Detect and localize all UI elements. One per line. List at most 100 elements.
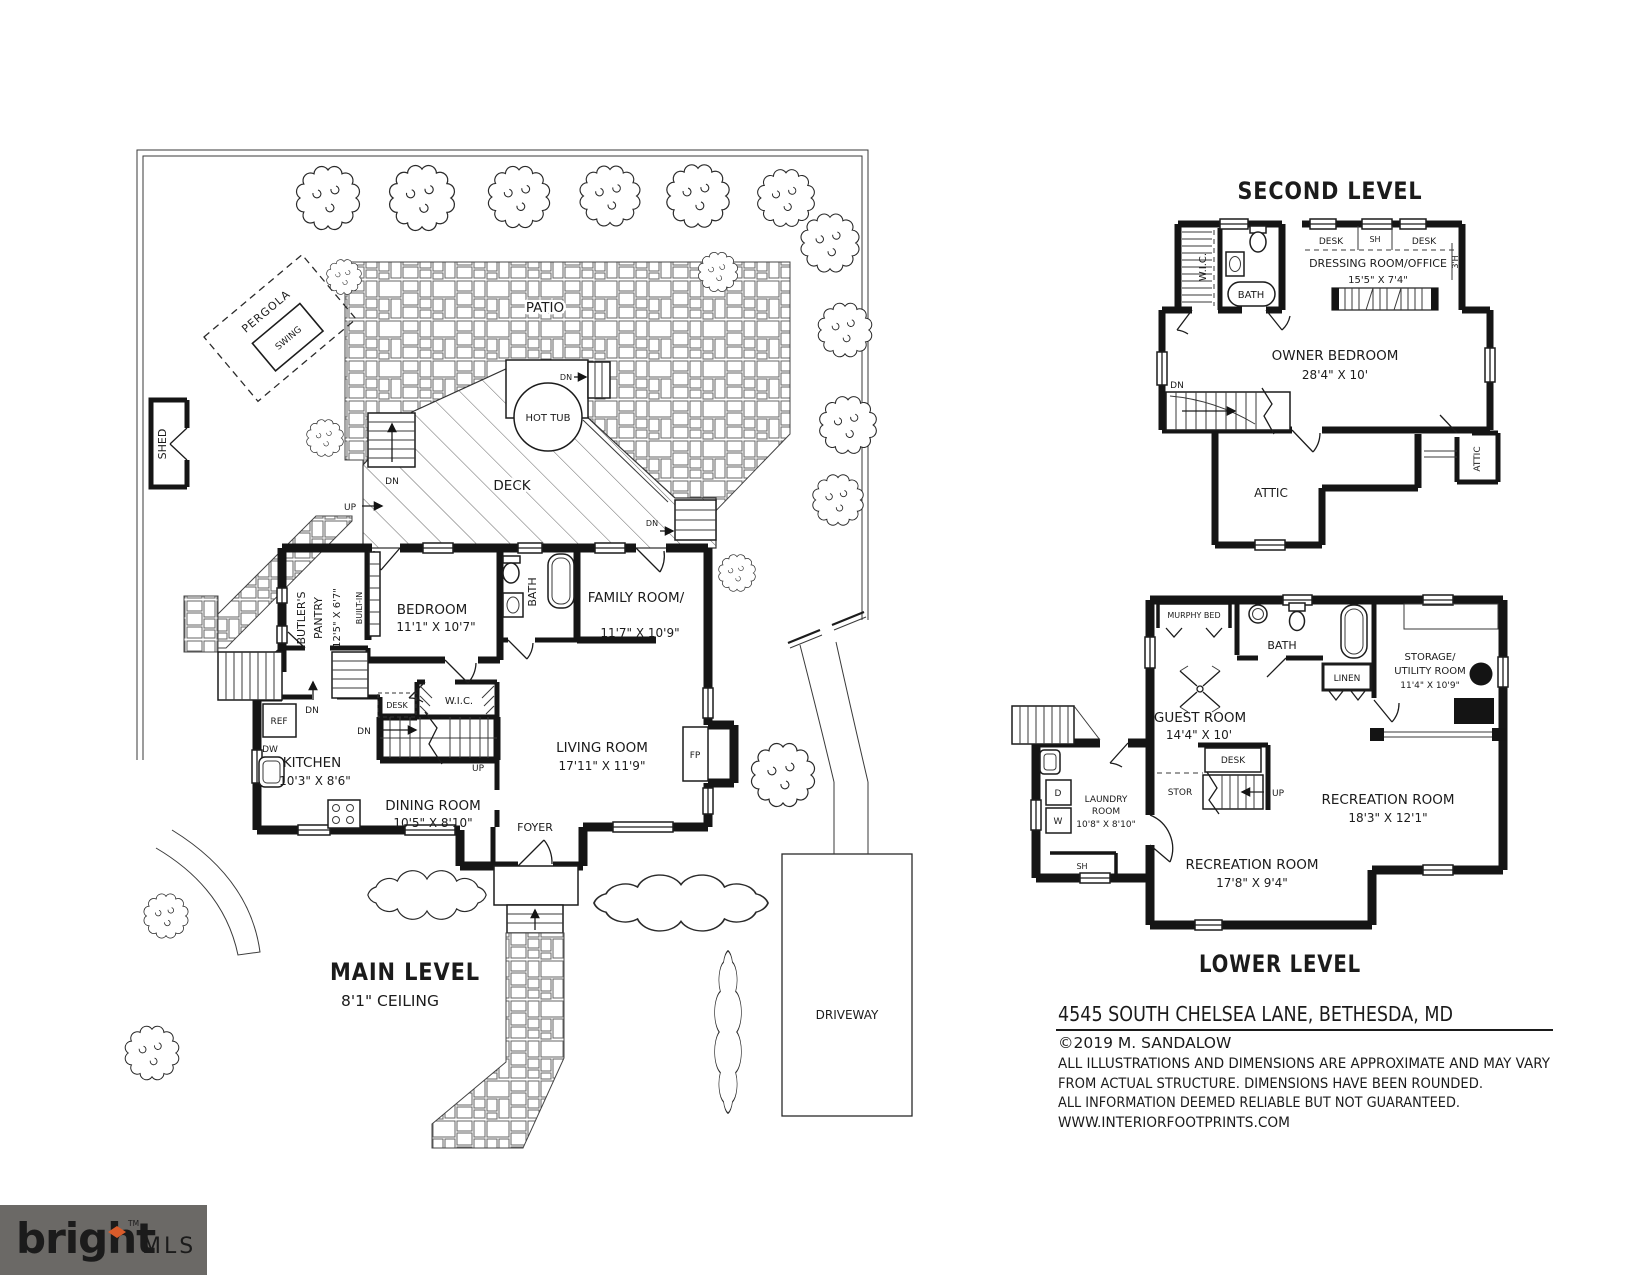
svg-text:11'4" X 10'9": 11'4" X 10'9"	[1400, 681, 1459, 691]
water-heater-icon	[1469, 662, 1493, 686]
svg-text:BUTLER'S: BUTLER'S	[295, 591, 308, 644]
built-in: BUILT-IN	[355, 551, 381, 637]
sink-icon	[502, 592, 524, 618]
svg-text:LIVING ROOM: LIVING ROOM	[556, 740, 648, 756]
brightmls-logo: bright TM MLS	[0, 1205, 207, 1275]
disclaimer-3: ALL INFORMATION DEEMED RELIABLE BUT NOT …	[1058, 1095, 1460, 1111]
deck-stair-left: DN UP	[344, 412, 416, 513]
svg-text:KITCHEN: KITCHEN	[283, 755, 342, 771]
svg-text:DW: DW	[262, 745, 278, 755]
side-stair: DN	[217, 651, 319, 716]
stair-up-label: UP	[344, 503, 357, 513]
attic-left-label: ATTIC	[1254, 486, 1288, 500]
svg-text:UTILITY ROOM: UTILITY ROOM	[1394, 666, 1466, 677]
fridge-icon	[262, 703, 297, 738]
second-stairs: DN	[1165, 381, 1291, 435]
svg-text:BEDROOM: BEDROOM	[397, 602, 467, 618]
lower-level-title: LOWER LEVEL	[1199, 950, 1361, 978]
wic-area: W.I.C. DESK	[377, 685, 495, 718]
patio-steps: DN	[560, 361, 611, 399]
shed-label: SHED	[156, 429, 169, 460]
svg-text:12'5" X 6'7": 12'5" X 6'7"	[332, 588, 343, 648]
furnace-icon	[1454, 698, 1494, 724]
svg-text:11'7" X 10'9": 11'7" X 10'9"	[600, 626, 679, 640]
rec1-dims: 18'3" X 12'1"	[1348, 811, 1427, 825]
lower-level-windows	[1030, 594, 1509, 931]
svg-text:STORAGE/: STORAGE/	[1405, 652, 1457, 663]
svg-text:DESK: DESK	[1221, 756, 1246, 766]
rec2-dims: 17'8" X 9'4"	[1216, 876, 1288, 890]
patio-label: PATIO	[526, 300, 564, 316]
dryer-icon	[1045, 779, 1072, 806]
svg-text:PANTRY: PANTRY	[312, 597, 325, 639]
deck-stair-right: DN	[646, 499, 717, 541]
svg-text:FOYER: FOYER	[517, 821, 553, 834]
svg-text:ATTIC: ATTIC	[1473, 446, 1483, 471]
second-bath: BATH	[1225, 225, 1291, 331]
toilet-icon	[502, 562, 520, 584]
svg-text:14'4" X 10': 14'4" X 10'	[1166, 728, 1232, 742]
svg-text:D: D	[1055, 789, 1062, 799]
toilet-icon	[1249, 231, 1267, 253]
sink-icon	[1248, 604, 1268, 624]
lower-stairs-area: DESK UP STOR	[1168, 747, 1285, 815]
svg-text:DRESSING ROOM/OFFICE: DRESSING ROOM/OFFICE	[1309, 257, 1447, 270]
driveway-label: DRIVEWAY	[816, 1008, 879, 1022]
toilet-icon	[1288, 610, 1306, 632]
main-level-ceiling: 8'1" CEILING	[341, 992, 439, 1010]
deck-label: DECK	[493, 478, 531, 494]
kitchen-fixtures	[258, 703, 361, 829]
bathtub-icon	[1340, 604, 1368, 659]
house-windows	[251, 542, 714, 836]
svg-text:15'5" X 7'4": 15'5" X 7'4"	[1348, 275, 1408, 286]
svg-text:DINING ROOM: DINING ROOM	[385, 798, 481, 814]
svg-text:10'8" X 8'10": 10'8" X 8'10"	[1076, 820, 1135, 830]
driveway: DRIVEWAY	[781, 641, 913, 1117]
disclaimer-1: ALL ILLUSTRATIONS AND DIMENSIONS ARE APP…	[1058, 1056, 1550, 1072]
fireplace: FP	[682, 726, 709, 782]
svg-text:FAMILY ROOM/: FAMILY ROOM/	[588, 590, 685, 606]
main-level-title: MAIN LEVEL	[330, 958, 480, 986]
wic-label: W.I.C.	[445, 696, 473, 707]
wic2-label: W.I.C.	[1198, 253, 1209, 281]
pantry-closet	[331, 651, 369, 699]
dressing-room: DESK SH DESK DRESSING ROOM/OFFICE 15'5" …	[1305, 226, 1460, 311]
svg-text:11'1" X 10'7": 11'1" X 10'7"	[396, 620, 475, 634]
house-doors	[262, 547, 665, 867]
disclaimer-2: FROM ACTUAL STRUCTURE. DIMENSIONS HAVE B…	[1058, 1076, 1483, 1092]
storage-utility: STORAGE/ UTILITY ROOM 11'4" X 10'9"	[1370, 603, 1506, 741]
curved-walk	[155, 829, 261, 956]
svg-text:W: W	[1054, 817, 1063, 827]
steps-dn-label: DN	[560, 373, 572, 382]
bath-fixtures	[502, 553, 575, 618]
svg-text:LINEN: LINEN	[1334, 674, 1361, 684]
stor-label: STOR	[1168, 788, 1193, 798]
logo-diamond-icon	[108, 1226, 126, 1238]
stairs2-dn: DN	[1170, 381, 1184, 391]
stair-dn-label2: DN	[646, 519, 658, 528]
svg-text:28'4" X 10': 28'4" X 10'	[1302, 368, 1368, 382]
lower-level-walls	[1031, 595, 1508, 930]
laundry-room: D W LAUNDRY ROOM 10'8" X 8'10" SH	[1039, 742, 1174, 871]
lower-exterior-stair	[1011, 705, 1101, 745]
svg-text:MURPHY BED: MURPHY BED	[1167, 611, 1220, 620]
kitchen-sink-icon	[258, 756, 285, 788]
bathtub-icon	[1227, 281, 1276, 307]
ceiling-fan-icon	[1179, 665, 1221, 713]
closet-rod	[1331, 287, 1439, 311]
washer-icon	[1045, 807, 1072, 834]
stairs-up: UP	[472, 764, 485, 774]
linen-closet: LINEN	[1321, 662, 1373, 702]
svg-text:10'3" X 8'6": 10'3" X 8'6"	[279, 774, 351, 788]
laundry-sink-icon	[1039, 749, 1061, 775]
property-boundary	[136, 149, 869, 760]
logo-brand: bright	[16, 1214, 156, 1263]
stairs-dn: DN	[357, 727, 371, 737]
second-level-walls	[1158, 220, 1501, 549]
svg-text:ROOM: ROOM	[1092, 807, 1120, 817]
logo-tm: TM	[127, 1219, 139, 1228]
svg-text:REF: REF	[270, 717, 287, 727]
svg-text:DESK: DESK	[1412, 237, 1437, 247]
stair-dn-label: DN	[385, 477, 399, 487]
